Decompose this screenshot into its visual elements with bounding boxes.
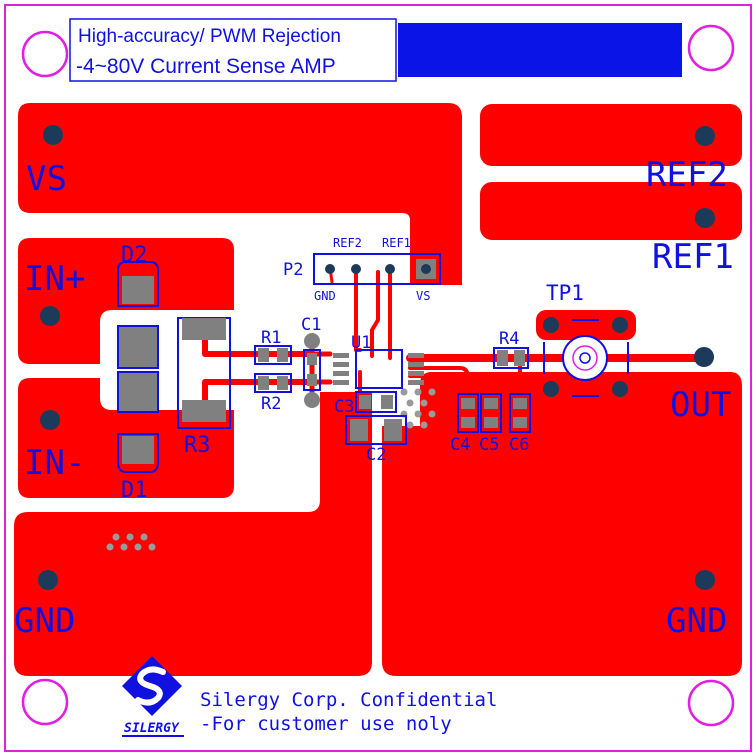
out-label: OUT [670,385,731,425]
mounting-hole-top-right [687,24,735,72]
resistor-r1: R1 [254,328,292,365]
header-pin-ref2: REF2 [333,236,362,250]
pad-labels: VS IN+ IN- GND GND REF2 REF1 OUT [14,155,734,641]
tp1-label: TP1 [546,281,584,305]
r4-label: R4 [499,329,519,349]
gnd-right-copper-pour [382,372,742,676]
footer-line-2: -For customer use noly [200,713,452,735]
capacitor-c5: C5 [479,393,502,455]
trace-in-minus [202,379,315,411]
diode-d2: D2 [117,243,159,369]
resistor-r2: R2 [254,373,292,414]
ref1-label: REF1 [652,237,734,277]
via-out [694,347,714,367]
ref2-label: REF2 [646,155,728,195]
title-line-2: -4~80V Current Sense AMP [76,55,336,78]
r3-label: R3 [184,433,211,458]
mounting-hole-top-left [21,30,69,78]
footer-line-1: Silergy Corp. Confidential [200,689,497,711]
gnd-right-label: GND [666,601,727,641]
via-vs [43,125,63,145]
c1-label: C1 [301,315,321,335]
mounting-hole-bottom-left [21,678,69,726]
logo-text: SILERGY [124,721,180,736]
via-in-plus [40,306,60,326]
resistor-r3: R3 [177,317,231,458]
c6-label: C6 [509,435,529,455]
via-gnd-left [38,570,58,590]
vs-label: VS [26,159,67,199]
capacitor-c6: C6 [509,393,531,455]
c4-label: C4 [450,435,470,455]
r1-label: R1 [261,328,281,348]
trace-u1-c5 [408,374,492,406]
capacitor-c4: C4 [450,393,479,455]
header-pin-ref1: REF1 [382,236,411,250]
trace-ref1 [370,270,380,358]
d1-label: D1 [121,478,148,503]
header-pin-gnd: GND [314,289,336,303]
c5-label: C5 [479,435,499,455]
test-point-tp1: TP1 [543,281,629,397]
d2-label: D2 [121,243,148,268]
capacitor-c2: C2 [345,415,407,465]
via-ref2 [695,126,715,146]
capacitor-c3: C3 [334,391,397,417]
in-plus-label: IN+ [24,259,85,299]
p2-label: P2 [283,260,303,280]
gnd-left-copper-pour [14,392,372,676]
diode-d1: D1 [117,371,159,503]
mounting-hole-bottom-right [687,679,735,727]
via-cluster-gnd-left [106,533,156,551]
c2-label: C2 [366,445,386,465]
header-pin-vs: VS [416,289,430,303]
ref2-copper-pour [480,104,742,166]
title-box [69,18,397,82]
tp1-top-copper [536,310,636,340]
vs-copper-pour [18,103,462,285]
in-minus-label: IN- [24,443,85,483]
blue-banner [398,23,682,77]
via-gnd-right [695,570,715,590]
gnd-left-label: GND [14,601,75,641]
header-p2: P2 REF2 REF1 GND VS [283,236,441,303]
silergy-logo: SILERGY [122,656,184,737]
title-line-1: High-accuracy/ PWM Rejection [78,26,341,47]
r2-label: R2 [261,394,281,414]
c3-label: C3 [334,397,354,417]
vias [38,125,715,590]
resistor-r4: R4 [493,329,529,369]
ref1-copper-pour [480,182,742,240]
ic-u1: U1 [333,333,424,389]
via-ref1 [695,208,715,228]
via-in-minus [40,410,60,430]
u1-label: U1 [351,333,371,353]
tp1-bottom-copper [536,374,636,404]
capacitor-c1: C1 [301,315,321,408]
